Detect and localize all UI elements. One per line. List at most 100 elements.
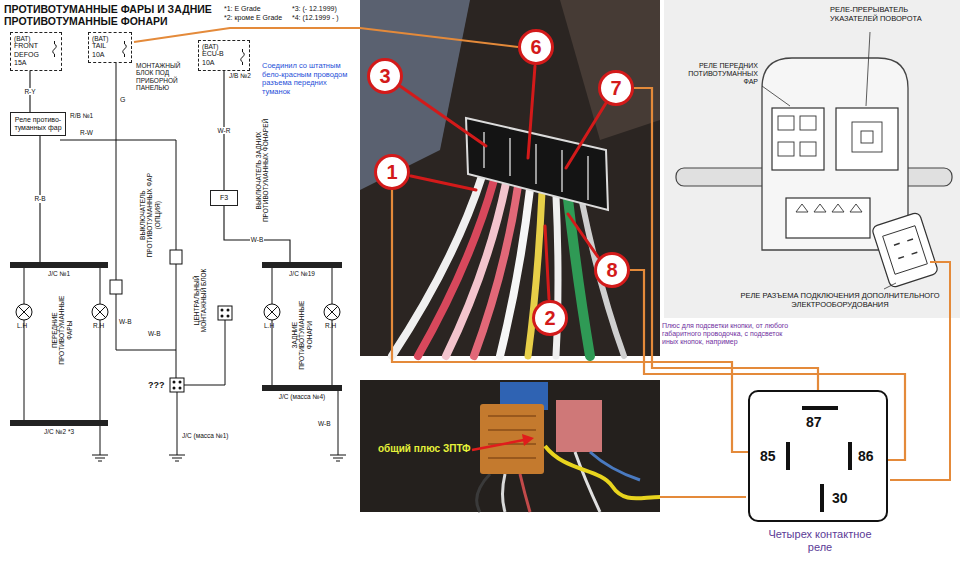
wire-code: W-B (250, 236, 265, 243)
connector-slots (488, 416, 536, 458)
relay-pin (861, 131, 873, 143)
connector (224, 206, 290, 262)
guide-line (134, 28, 518, 47)
dot (173, 387, 176, 390)
fuse-line (241, 49, 245, 65)
relay-symbol: 87858630Четырех контактное реле (748, 390, 888, 522)
fuse-line (53, 41, 57, 57)
wire-code: W-B (119, 318, 132, 325)
block-name: R/B №1 (70, 112, 93, 119)
wire (177, 392, 178, 455)
wire (116, 60, 117, 280)
part-name: ЦЕНТРАЛЬНЫЙ МОНТАЖНЫЙ БЛОК (193, 255, 208, 345)
junction-bar (262, 385, 342, 391)
ground-symbol (169, 455, 185, 461)
callout-text: 6 (530, 36, 541, 59)
callout-leaders (400, 66, 606, 299)
contact-bar (848, 442, 852, 470)
wire (474, 186, 518, 356)
fuse-symbol (50, 41, 59, 57)
pin (535, 144, 537, 184)
supply-mark: (BAT) (14, 35, 48, 42)
photo-ground (360, 380, 660, 512)
wire-code: W-B (148, 330, 161, 337)
connector-symbol (170, 378, 184, 392)
wire (272, 268, 332, 385)
wire (477, 474, 490, 512)
pointer-arrow (472, 440, 524, 450)
connector-box: F3 (210, 190, 238, 206)
slot (488, 457, 536, 459)
footnote: *3: (- 12.1999) (292, 5, 337, 13)
slot (488, 415, 536, 417)
callout-number: 6 (518, 29, 554, 65)
leader-line (411, 176, 476, 190)
leader-line (528, 66, 535, 158)
relay-socket (852, 122, 882, 152)
wire (24, 268, 100, 420)
annotation-note: Соединил со штатным бело-красным проводо… (262, 62, 356, 97)
flasher-relay-outline (836, 108, 898, 170)
wire (176, 264, 177, 378)
part-name: ВЫКЛЮЧАТЕЛЬ ЗАДНИХ ПРОТИВОТУМАННЫХ ФОНАР… (255, 115, 270, 225)
box-text: Реле противо-туманных фар (14, 116, 62, 132)
wire (575, 452, 600, 512)
fuse-name: TAIL 10A (92, 42, 118, 58)
wire-code: W-B (318, 420, 331, 427)
fuse-symbol (120, 41, 129, 57)
junction-band: J/C №2 *3 (10, 420, 108, 435)
junction-bar (10, 262, 108, 268)
connector-socket (786, 198, 870, 238)
wire (520, 474, 530, 512)
pink-connector (556, 400, 602, 452)
junction-name: J/C №1 (10, 270, 108, 277)
block-name: J/B №2 (229, 72, 251, 79)
drawing-ground (664, 0, 960, 318)
leader-line (566, 103, 606, 168)
pin (561, 150, 563, 192)
side-mark: R.H (325, 322, 336, 329)
switch-symbol (170, 250, 182, 264)
dot (227, 309, 230, 312)
terminal (778, 142, 794, 156)
fuse-box: (BAT)ECU-B 10A (198, 40, 250, 71)
wire-code: R-W (80, 129, 93, 136)
contact-bar (820, 484, 824, 512)
junction-name: J/C №19 (262, 270, 342, 277)
fuse-name: FRONT DEFOG 15A (14, 42, 48, 66)
pin-number: 30 (832, 490, 848, 506)
wire (338, 391, 339, 455)
leader-line (545, 226, 549, 299)
leader-line (568, 214, 598, 257)
callout-number: 8 (594, 252, 630, 288)
footnote: *2: кроме E Grade (224, 14, 282, 22)
pin (587, 156, 589, 200)
connector-symbol (218, 306, 232, 320)
connector (392, 190, 748, 452)
leader-line (400, 86, 486, 146)
wire-code: G (120, 96, 125, 104)
leader-line (884, 283, 896, 289)
side-mark: L.H (264, 322, 274, 329)
fog-relay-outline (772, 108, 824, 170)
dot (179, 387, 182, 390)
part-name: РЕЛЕ РАЗЪЕМА ПОДКЛЮЧЕНИЯ ДОПОЛНИТЕЛЬНОГО… (740, 292, 940, 309)
part-name: ВЫКЛЮЧАТЕЛЬ ПРОТИВОТУМАННЫХ ФАР (ОПЦИЯ) (139, 160, 161, 270)
junction-band: J/C №19 (262, 262, 342, 277)
socket-pins (796, 204, 862, 212)
fuse-name: ECU-B 10A (202, 50, 236, 66)
relay-box: Реле противо-туманных фар (10, 112, 66, 136)
fuse-symbol (238, 49, 247, 65)
pin-number: 86 (858, 448, 874, 464)
relay-block-housing (762, 58, 908, 250)
callout-text: 8 (606, 259, 617, 282)
part-name: РЕЛЕ-ПРЕРЫВАТЕЛЬ УКАЗАТЕЛЕЙ ПОВОРОТА (830, 6, 948, 23)
unknown-mark: ??? (148, 380, 165, 390)
callout-number: 1 (374, 154, 410, 190)
fuse-line (123, 41, 127, 57)
switch-symbol (110, 280, 122, 294)
wire-code: R-Y (23, 88, 36, 95)
terminal (778, 116, 794, 130)
side-mark: L.H (17, 322, 27, 329)
